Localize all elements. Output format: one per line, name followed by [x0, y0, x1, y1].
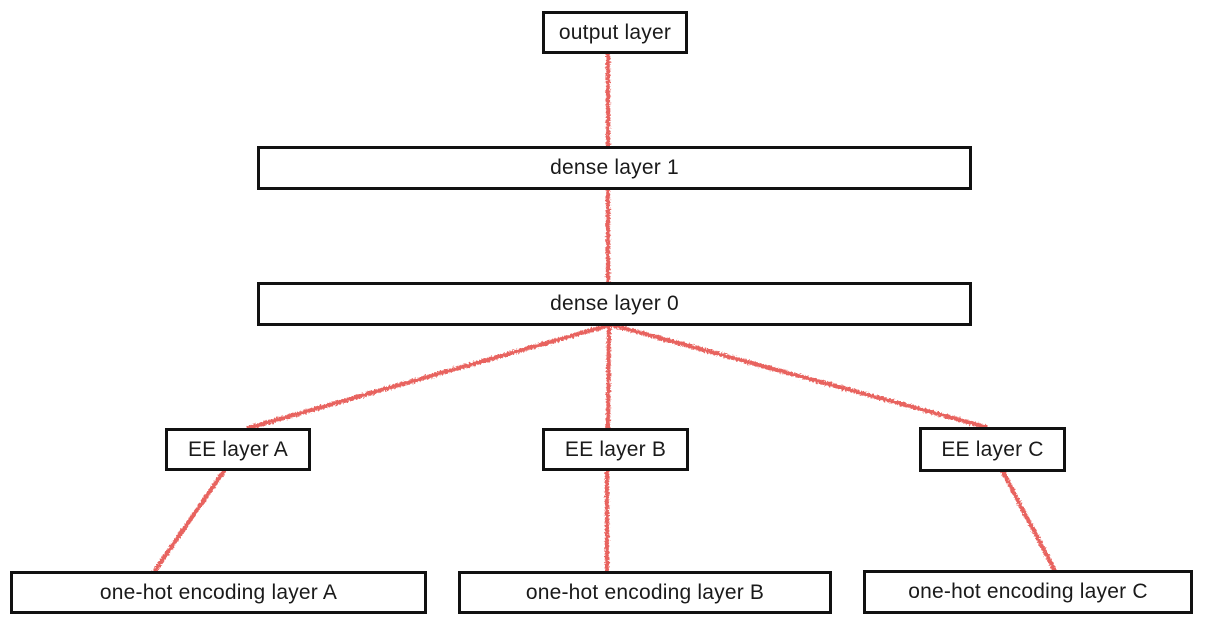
- node-dense-layer-1: dense layer 1: [257, 146, 972, 190]
- edge-dense-layer-0-to-ee-layer-b: [605, 322, 612, 432]
- node-one-hot-layer-c: one-hot encoding layer C: [863, 570, 1193, 614]
- node-ee-layer-a: EE layer A: [165, 428, 311, 471]
- node-output-layer: output layer: [542, 11, 688, 54]
- edge-dense-layer-0-to-ee-layer-a: [245, 322, 613, 431]
- node-one-hot-layer-b: one-hot encoding layer B: [458, 571, 832, 614]
- node-ee-layer-b: EE layer B: [542, 428, 689, 471]
- node-dense-layer-0: dense layer 0: [257, 282, 972, 326]
- edge-ee-layer-c-to-one-hot-layer-c: [1000, 469, 1058, 574]
- edge-group: [151, 51, 1058, 575]
- edge-ee-layer-a-to-one-hot-layer-a: [151, 468, 227, 575]
- node-one-hot-layer-a: one-hot encoding layer A: [10, 571, 427, 614]
- edge-dense-layer-0-to-ee-layer-c: [609, 322, 989, 430]
- node-ee-layer-c: EE layer C: [919, 427, 1066, 472]
